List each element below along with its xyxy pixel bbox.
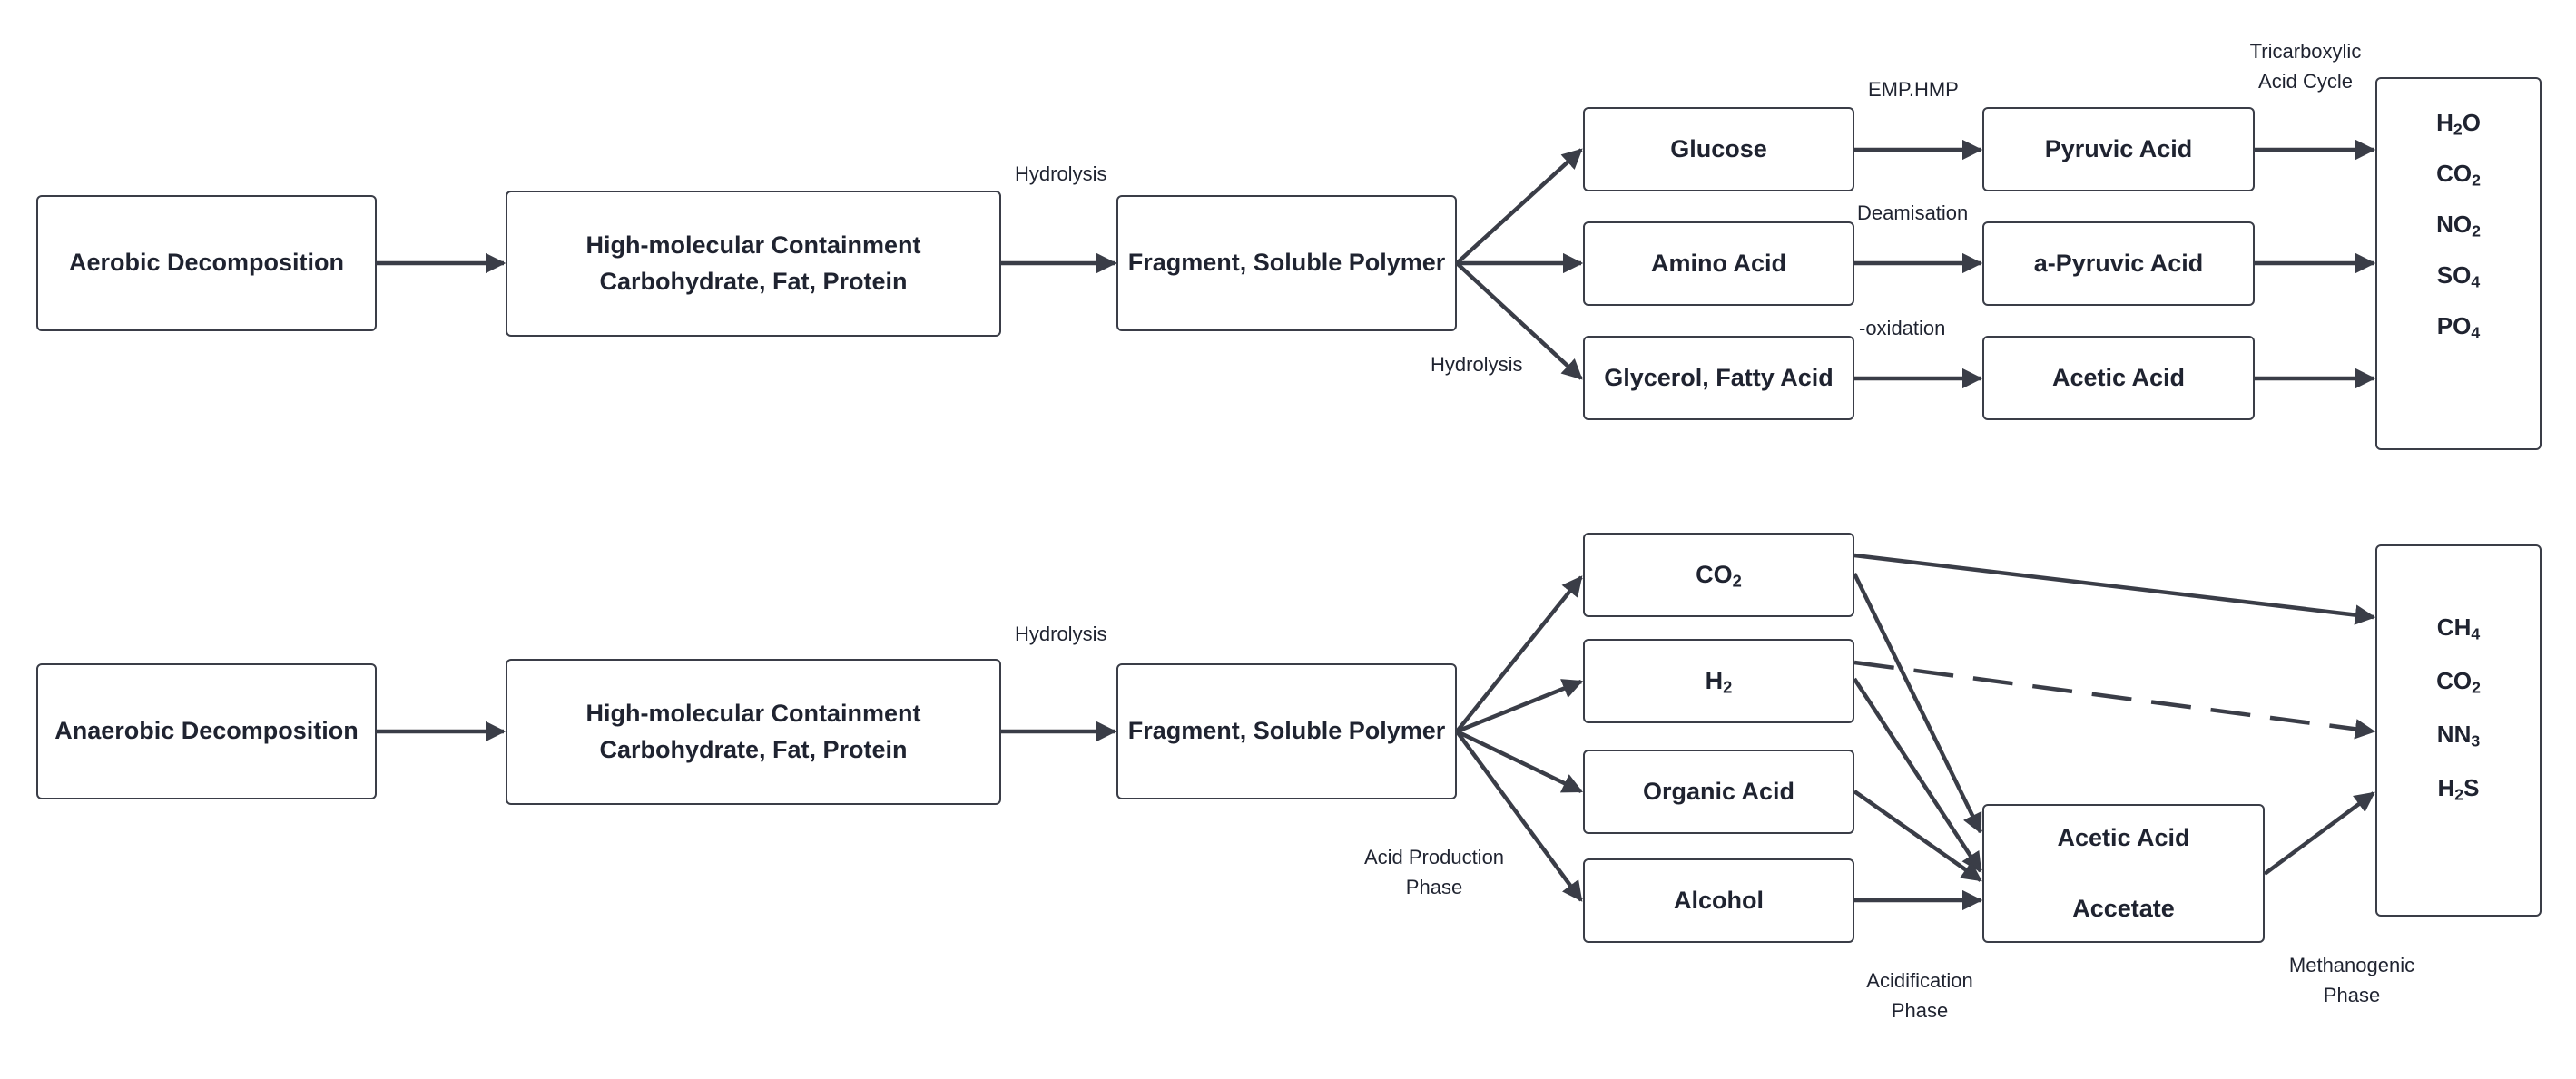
anaerobic-fragment-label: Fragment, Soluble Polymer [1127, 717, 1446, 745]
anaerobic-decomposition-box: Anaerobic Decomposition [36, 663, 377, 799]
anaerobic-containment-line1: High-molecular Containment [585, 700, 921, 728]
pyruvic-acid-box: Pyruvic Acid [1982, 107, 2255, 191]
oxidation-label: -oxidation [1859, 317, 1946, 339]
aerobic-acetic-acid-box: Acetic Acid [1982, 336, 2255, 420]
product-co2-methane: CO2 [2436, 667, 2481, 697]
aerobic-acetic-acid-label: Acetic Acid [2051, 363, 2186, 391]
methanogenic-line2: Phase [2323, 984, 2381, 1006]
arrow-fragment-to-organic [1456, 729, 1584, 794]
tca-line2: Acid Cycle [2258, 70, 2353, 93]
emp-hmp-label: EMP.HMP [1868, 78, 1959, 101]
arrow-co2-to-methane-products [1853, 553, 2376, 625]
alcohol-box: Alcohol [1583, 858, 1854, 943]
arrow-fragment-to-glycerol [1455, 261, 1583, 380]
arrow-fragment-to-alcohol [1455, 730, 1583, 902]
co2-label: CO2 [1696, 560, 1742, 591]
product-h2o: H2O [2436, 109, 2481, 139]
aerobic-hydrolysis-lower-label: Hydrolysis [1431, 353, 1523, 376]
organic-acid-label: Organic Acid [1642, 777, 1795, 805]
arrow-fragment-to-glucose [1455, 148, 1583, 265]
a-pyruvic-acid-box: a-Pyruvic Acid [1982, 221, 2255, 306]
aerobic-products-box: H2O CO2 NO2 SO4 PO4 [2375, 77, 2542, 450]
methanogenic-line1: Methanogenic [2288, 954, 2415, 976]
a-pyruvic-acid-label: a-Pyruvic Acid [2033, 249, 2204, 277]
h2-label: H2 [1705, 666, 1733, 697]
product-ch4: CH4 [2436, 613, 2481, 643]
product-co2: CO2 [2436, 160, 2481, 190]
arrow-fragment-to-co2 [1455, 575, 1583, 733]
amino-acid-box: Amino Acid [1583, 221, 1854, 306]
containment-line2: Carbohydrate, Fat, Protein [599, 267, 908, 295]
anaerobic-acetic-acid-label: Acetic Acid [2057, 824, 2190, 852]
dashed-arrow-h2-to-methane-products [1853, 660, 2376, 740]
arrow-fragment-to-h2 [1456, 679, 1584, 734]
product-nn3: NN3 [2436, 721, 2481, 750]
glycerol-label: Glycerol, Fatty Acid [1604, 363, 1834, 391]
product-so4: SO4 [2436, 261, 2481, 291]
acidification-phase-label: Acidification Phase [1843, 966, 1997, 1025]
arrow-co2-to-acetic [1852, 573, 1983, 835]
anaerobic-fragment-box: Fragment, Soluble Polymer [1116, 663, 1457, 799]
acid-production-phase-label: Acid Production Phase [1343, 842, 1525, 902]
anaerobic-containment-box: High-molecular Containment Carbohydrate,… [506, 659, 1001, 805]
anaerobic-products-box: CH4 CO2 NN3 H2S [2375, 544, 2542, 917]
h2-box: H2 [1583, 639, 1854, 723]
co2-box: CO2 [1583, 533, 1854, 617]
pyruvic-acid-label: Pyruvic Acid [2044, 134, 2193, 162]
arrow-h2-to-acetic [1853, 677, 1982, 873]
tca-label: Tricarboxylic Acid Cycle [2247, 36, 2365, 96]
aerobic-hydrolysis-label: Hydrolysis [1015, 162, 1107, 185]
acid-production-line2: Phase [1405, 876, 1463, 898]
anaerobic-hydrolysis-label: Hydrolysis [1015, 623, 1107, 645]
product-h2s: H2S [2437, 774, 2480, 804]
anaerobic-decomposition-label: Anaerobic Decomposition [54, 717, 359, 745]
glucose-box: Glucose [1583, 107, 1854, 191]
aerobic-fragment-box: Fragment, Soluble Polymer [1116, 195, 1457, 331]
aerobic-decomposition-label: Aerobic Decomposition [68, 249, 345, 277]
aerobic-decomposition-box: Aerobic Decomposition [36, 195, 377, 331]
arrow-acetic-to-methane-products [2263, 791, 2375, 876]
accetate-label: Accetate [2072, 894, 2175, 922]
acidification-line2: Phase [1891, 999, 1949, 1022]
deamisation-label: Deamisation [1857, 201, 1969, 224]
anaerobic-containment-line2: Carbohydrate, Fat, Protein [599, 735, 908, 763]
product-po4: PO4 [2436, 312, 2481, 342]
glucose-label: Glucose [1670, 134, 1767, 162]
amino-acid-label: Amino Acid [1650, 249, 1786, 277]
containment-line1: High-molecular Containment [585, 231, 921, 260]
fragment-label: Fragment, Soluble Polymer [1127, 249, 1446, 277]
alcohol-label: Alcohol [1674, 886, 1764, 914]
tca-line1: Tricarboxylic [2249, 40, 2362, 63]
organic-acid-box: Organic Acid [1583, 750, 1854, 834]
arrow-organic-to-acetic [1853, 790, 1982, 882]
product-no2: NO2 [2436, 211, 2481, 240]
methanogenic-phase-label: Methanogenic Phase [2269, 950, 2434, 1010]
acid-production-line1: Acid Production [1363, 846, 1505, 868]
glycerol-box: Glycerol, Fatty Acid [1583, 336, 1854, 420]
acetic-accetate-box: Acetic Acid Accetate [1982, 804, 2265, 943]
acidification-line1: Acidification [1866, 969, 1973, 992]
aerobic-containment-box: High-molecular Containment Carbohydrate,… [506, 191, 1001, 337]
